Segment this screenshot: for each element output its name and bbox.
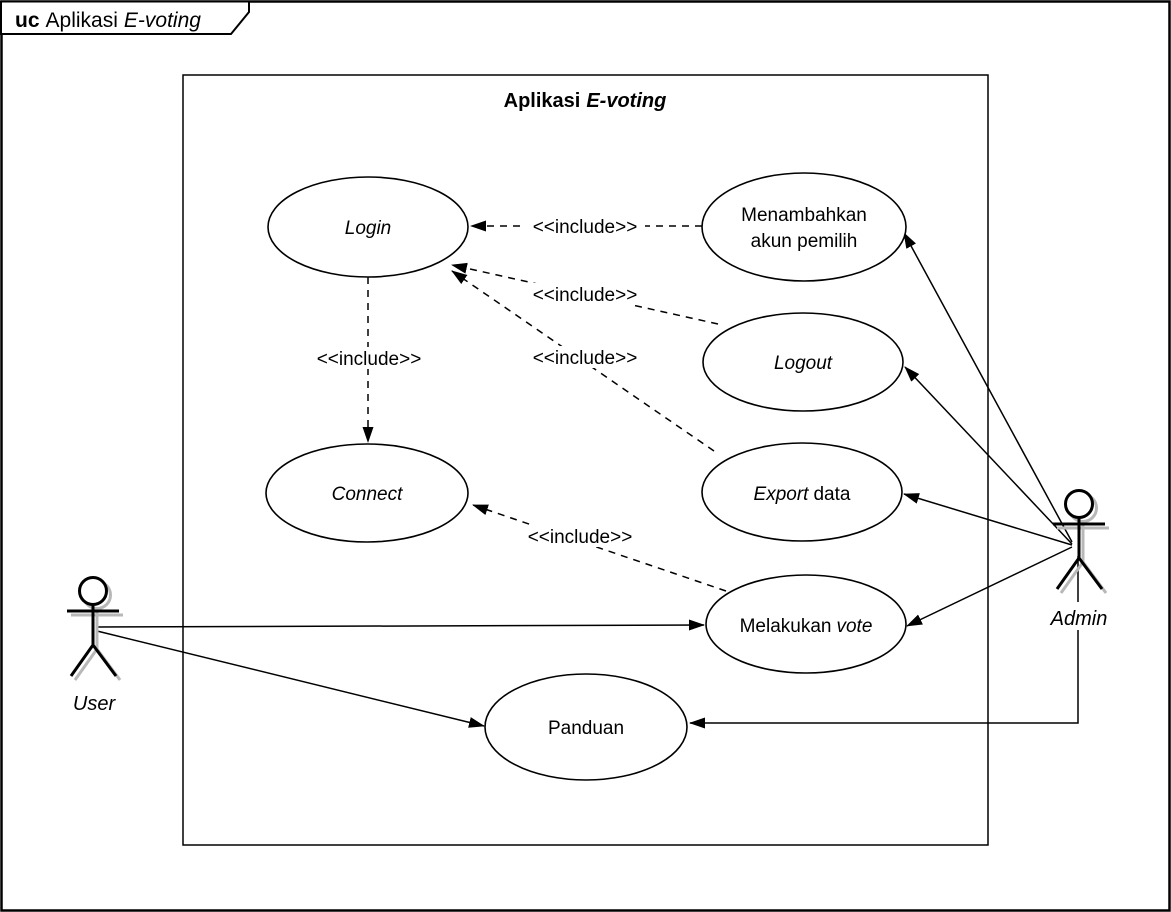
export-data-label-italic: Export (754, 484, 810, 505)
logout-ellipse (702, 312, 904, 412)
vote-label-regular: Melakukan (740, 616, 832, 637)
add-voter-ellipse (701, 172, 907, 282)
admin-head (1064, 489, 1094, 519)
include-label-vote-connect: <<include>> (518, 525, 642, 548)
use-case-login: Login (267, 176, 469, 278)
export-data-ellipse (701, 442, 903, 542)
actor-admin-figure (1053, 489, 1105, 590)
login-label: Login (345, 218, 392, 239)
admin-leg-left (1055, 557, 1081, 590)
connect-label: Connect (332, 484, 403, 505)
admin-leg-right (1077, 557, 1104, 590)
frame-label-tab (0, 0, 250, 35)
guide-ellipse (484, 673, 688, 781)
association-admin-addvoter (903, 232, 1073, 543)
actor-admin-label-bg (1044, 602, 1114, 630)
include-label-login-connect: <<include>> (307, 347, 431, 370)
frame-keyword: uc (15, 9, 40, 32)
association-user-guide (96, 630, 485, 728)
include-label-export-login: <<include>> (525, 346, 645, 369)
include-label: <<include>> (317, 349, 422, 370)
use-case-guide: Panduan (484, 673, 688, 781)
logout-label: Logout (774, 353, 833, 374)
association-user-vote (96, 619, 705, 631)
frame-name-italic: E-voting (124, 9, 201, 32)
actor-admin-label: Admin (1050, 608, 1108, 630)
include-label: <<include>> (533, 285, 638, 306)
include-label: <<include>> (528, 527, 633, 548)
actor-user-label: User (73, 693, 117, 715)
user-leg-right (91, 644, 118, 677)
vote-label-italic: vote (836, 616, 872, 637)
system-title-italic: E-voting (586, 90, 666, 112)
use-case-add-voter-account: Menambahkan akun pemilih (701, 172, 907, 282)
add-voter-label-line2: akun pemilih (751, 231, 858, 252)
association-admin-vote (906, 546, 1073, 627)
connect-ellipse (265, 443, 469, 543)
vote-ellipse (705, 574, 907, 674)
export-data-label-regular: data (813, 484, 850, 505)
use-case-connect: Connect (265, 443, 469, 543)
actor-user-figure (67, 576, 119, 677)
actor-admin: Admin (1044, 489, 1114, 630)
guide-label: Panduan (548, 718, 624, 739)
include-label-addvoter-login: <<include>> (525, 215, 645, 238)
login-ellipse (267, 176, 469, 278)
include-label-logout-login: <<include>> (525, 283, 645, 306)
include-label: <<include>> (533, 348, 638, 369)
user-leg-left (69, 644, 95, 677)
include-label: <<include>> (533, 217, 638, 238)
system-title-regular: Aplikasi (504, 90, 581, 112)
frame-label: uc Aplikasi E-voting (15, 9, 201, 32)
frame-name-regular: Aplikasi (46, 9, 118, 32)
user-head (78, 576, 108, 606)
include-arrow-vote-connect (472, 504, 727, 592)
actor-user: User (67, 576, 123, 715)
association-admin-logout (904, 366, 1073, 545)
add-voter-label-line1: Menambahkan (741, 205, 867, 226)
use-case-logout: Logout (702, 312, 904, 412)
association-admin-export (903, 493, 1073, 546)
